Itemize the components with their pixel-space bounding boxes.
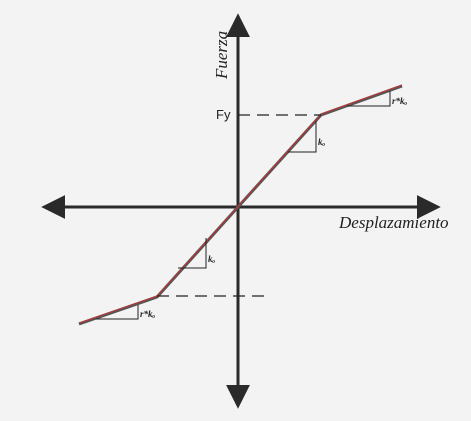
yield-force-label: Fy bbox=[216, 107, 231, 122]
x-axis-label: Desplazamiento bbox=[338, 213, 449, 232]
bilinear-curve-shadow bbox=[78, 84, 403, 326]
stiffness-label-ko-upper: kₒ bbox=[318, 137, 326, 147]
y-axis-label: Fuerza bbox=[212, 31, 231, 80]
slope-triangle-rko-lower bbox=[96, 305, 139, 320]
slope-triangle-rko-upper bbox=[347, 91, 391, 107]
stiffness-label-ko-lower: kₒ bbox=[208, 254, 216, 264]
bilinear-curve bbox=[78, 84, 403, 324]
slope-triangle-ko-lower bbox=[178, 238, 207, 269]
stiffness-label-rko-upper: r*kₒ bbox=[392, 96, 408, 106]
slope-triangle-ko-upper bbox=[288, 121, 317, 153]
stiffness-label-rko-lower: r*kₒ bbox=[140, 309, 156, 319]
